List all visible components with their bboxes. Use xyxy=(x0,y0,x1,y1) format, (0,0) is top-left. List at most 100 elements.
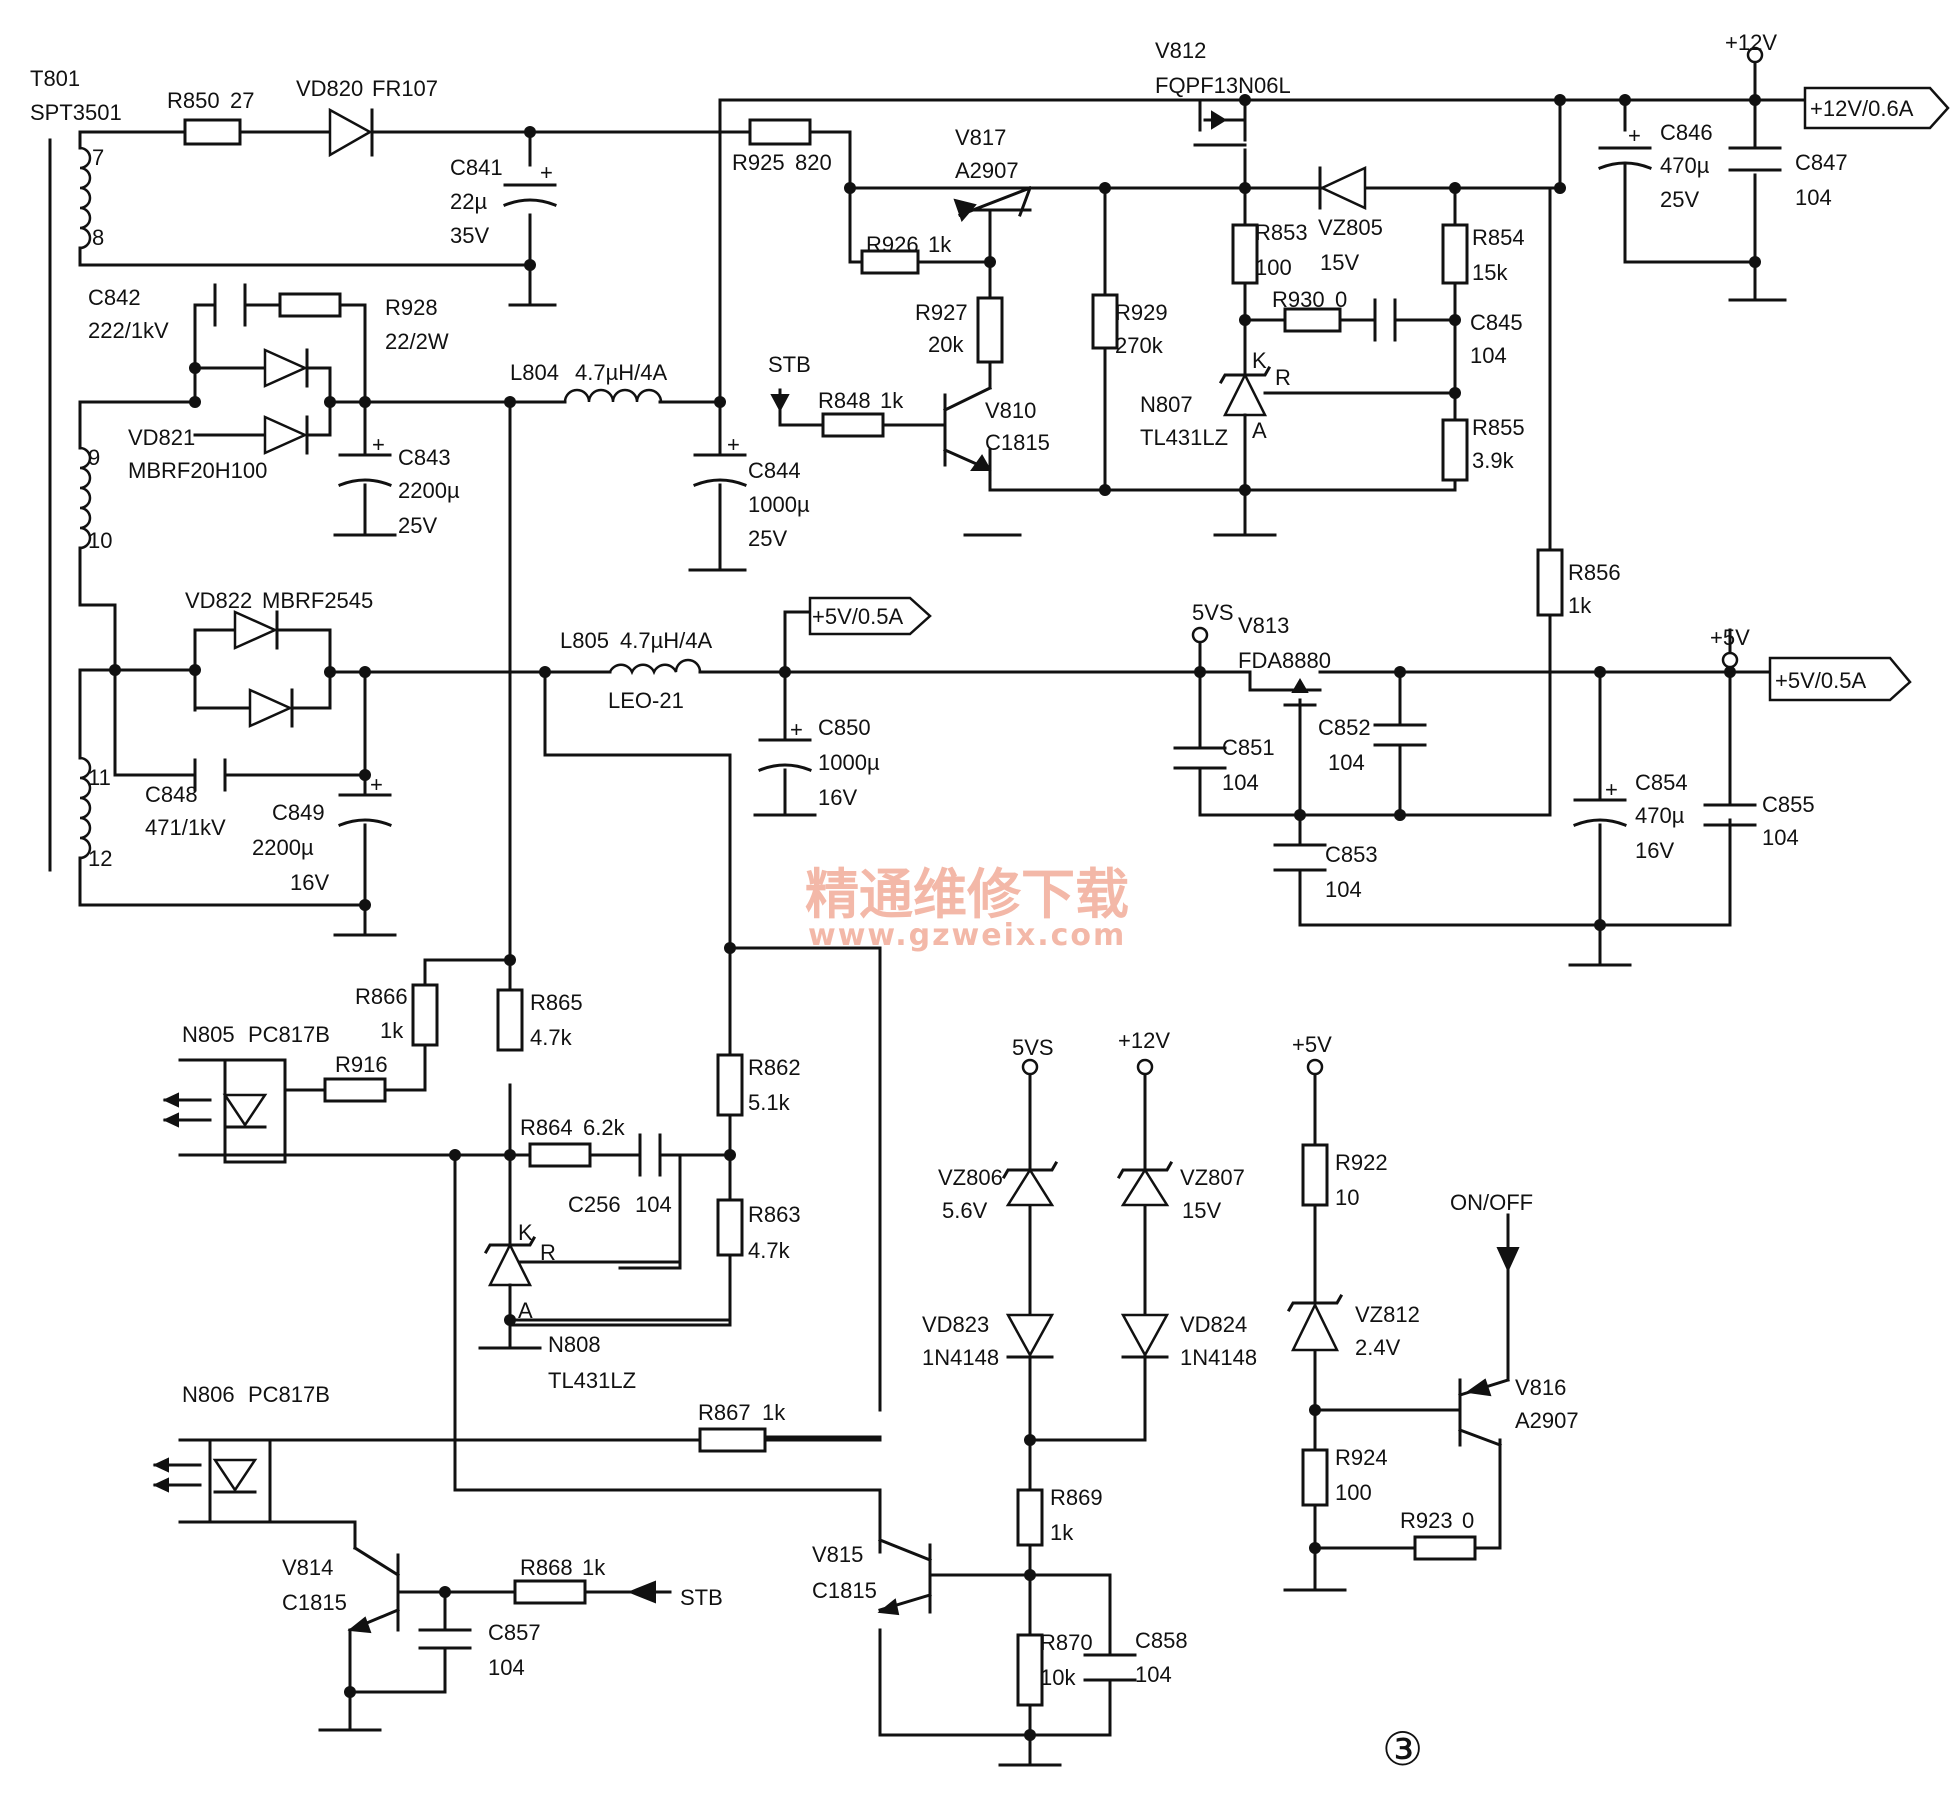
label-r853: R853 xyxy=(1255,220,1308,245)
label-r869: R869 xyxy=(1050,1485,1103,1510)
label-c851v: 104 xyxy=(1222,770,1259,795)
label-n807: N807 xyxy=(1140,392,1193,417)
label-vd821: VD821 xyxy=(128,425,195,450)
label-c846u: 25V xyxy=(1660,187,1699,212)
label-c256: C256 xyxy=(568,1192,621,1217)
pin-11: 11 xyxy=(88,765,111,790)
label-onoff: ON/OFF xyxy=(1450,1190,1533,1215)
r856-body xyxy=(1536,548,1564,617)
label-c256v: 104 xyxy=(635,1192,672,1217)
label-vd823m: 1N4148 xyxy=(922,1345,999,1370)
label-r928v: 22/2W xyxy=(385,329,449,354)
capacitors: + + + + + + xyxy=(193,123,1782,1682)
label-v814: V814 xyxy=(282,1555,333,1580)
label-n807m: TL431LZ xyxy=(1140,425,1228,450)
label-v815: V815 xyxy=(812,1542,863,1567)
label-r929: R929 xyxy=(1115,300,1168,325)
label-c851: C851 xyxy=(1222,735,1275,760)
label-vz807v: 15V xyxy=(1182,1198,1221,1223)
r927-body xyxy=(976,296,1004,364)
r853-body xyxy=(1231,223,1259,285)
svg-text:+: + xyxy=(370,772,383,797)
label-r868v: 1k xyxy=(582,1555,606,1580)
label-c841v: 22µ xyxy=(450,189,487,214)
label-vd822: VD822 xyxy=(185,588,252,613)
label-a: A xyxy=(1252,418,1267,443)
label-out12: +12V/0.6A xyxy=(1810,96,1914,121)
label-n805: N805 xyxy=(182,1022,235,1047)
label-plus5: +5V xyxy=(1710,625,1750,650)
r868-body xyxy=(513,1579,587,1605)
label-r850: R850 xyxy=(167,88,220,113)
label-c854v: 470µ xyxy=(1635,803,1685,828)
label-c841: C841 xyxy=(450,155,503,180)
label-v813m: FDA8880 xyxy=(1238,648,1331,673)
label-r853v: 100 xyxy=(1255,255,1292,280)
r850-body xyxy=(183,118,242,146)
label-5vs: 5VS xyxy=(1012,1035,1054,1060)
label-c843u: 25V xyxy=(398,513,437,538)
label-r868: R868 xyxy=(520,1555,573,1580)
label-r862: R862 xyxy=(748,1055,801,1080)
transformer-t801: T801 SPT3501 7 8 9 10 11 12 xyxy=(30,66,122,872)
label-n805m: PC817B xyxy=(248,1022,330,1047)
r870-body xyxy=(1016,1633,1044,1707)
label-r865v: 4.7k xyxy=(530,1025,573,1050)
r865-body xyxy=(496,988,524,1052)
label-r854v: 15k xyxy=(1472,260,1508,285)
label-c849u: 16V xyxy=(290,870,329,895)
label-r927: R927 xyxy=(915,300,968,325)
label-c841u: 35V xyxy=(450,223,489,248)
label-c847v: 104 xyxy=(1795,185,1832,210)
label-plus12: +12V xyxy=(1118,1028,1170,1053)
label-n806m: PC817B xyxy=(248,1382,330,1407)
label-r854: R854 xyxy=(1472,225,1525,250)
transistors xyxy=(347,98,1510,1634)
labels: R850 27 VD820 FR107 C841 22µ 35V C842 22… xyxy=(88,30,1914,1776)
label-r930: R930 xyxy=(1272,287,1325,312)
label-c845: C845 xyxy=(1470,310,1523,335)
label-n808: N808 xyxy=(548,1332,601,1357)
r862-body xyxy=(716,1053,744,1117)
label-c843: C843 xyxy=(398,445,451,470)
label-c857: C857 xyxy=(488,1620,541,1645)
r866-body xyxy=(411,983,439,1047)
label-c847: C847 xyxy=(1795,150,1848,175)
label-v815m: C1815 xyxy=(812,1578,877,1603)
label-vd824: VD824 xyxy=(1180,1312,1247,1337)
label-r866: R866 xyxy=(355,984,408,1009)
svg-text:+: + xyxy=(540,160,553,185)
label-r923v: 0 xyxy=(1462,1508,1474,1533)
label-plus5: +5V xyxy=(1292,1032,1332,1057)
figure-number: ③ xyxy=(1382,1722,1423,1776)
label-r929v: 270k xyxy=(1115,333,1164,358)
t801-ref: T801 xyxy=(30,66,80,91)
label-c848v: 471/1kV xyxy=(145,815,226,840)
pin-9: 9 xyxy=(88,445,100,470)
label-r862v: 5.1k xyxy=(748,1090,791,1115)
label-v817m: A2907 xyxy=(955,158,1019,183)
diodes xyxy=(233,107,1367,1359)
terminals xyxy=(627,46,1950,1604)
label-r865: R865 xyxy=(530,990,583,1015)
label-vd822m: MBRF2545 xyxy=(262,588,373,613)
label-c849: C849 xyxy=(272,800,325,825)
label-vd820: VD820 xyxy=(296,76,363,101)
r864-body xyxy=(528,1142,592,1168)
label-r864v: 6.2k xyxy=(583,1115,626,1140)
label-n806: N806 xyxy=(182,1382,235,1407)
label-v816: V816 xyxy=(1515,1375,1566,1400)
label-r925v: 820 xyxy=(795,150,832,175)
label-c844v: 1000µ xyxy=(748,492,810,517)
tl431-n808 xyxy=(483,1153,732,1322)
label-l804v: 4.7µH/4A xyxy=(575,360,667,385)
label-v810m: C1815 xyxy=(985,430,1050,455)
label-c853v: 104 xyxy=(1325,877,1362,902)
r855-body xyxy=(1441,418,1469,482)
label-c850v: 1000µ xyxy=(818,750,880,775)
label-l804: L804 xyxy=(510,360,559,385)
label-vd823: VD823 xyxy=(922,1312,989,1337)
label-v812m: FQPF13N06L xyxy=(1155,73,1291,98)
label-l805: L805 xyxy=(560,628,609,653)
